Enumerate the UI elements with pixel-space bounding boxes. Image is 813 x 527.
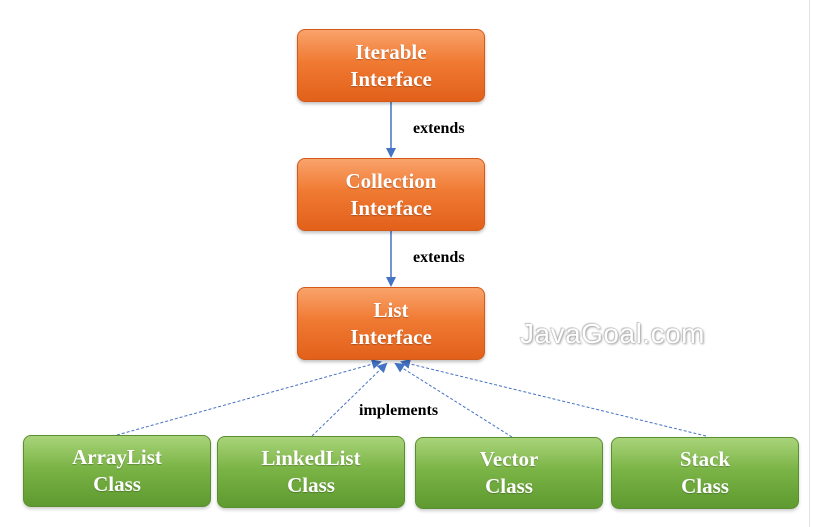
node-title: Collection xyxy=(345,168,437,193)
extends-label-middle: extends xyxy=(413,249,465,266)
node-title: Iterable xyxy=(355,39,427,64)
node-kind: Class xyxy=(93,472,141,496)
implements-arrow-arraylist xyxy=(116,359,382,436)
linkedlist-class-node: LinkedList Class xyxy=(217,436,405,508)
node-kind: Interface xyxy=(350,66,432,91)
watermark: JavaGoal.com xyxy=(520,318,705,349)
node-kind: Interface xyxy=(350,195,432,220)
right-border-line xyxy=(809,0,810,527)
node-title: List xyxy=(373,297,409,322)
implements-arrow-linkedlist xyxy=(311,362,388,437)
extends-label-top: extends xyxy=(413,120,465,137)
vector-class-node: Vector Class xyxy=(415,437,603,509)
implements-label: implements xyxy=(359,402,439,419)
node-title: ArrayList xyxy=(72,445,162,469)
node-title: Vector xyxy=(479,447,539,471)
collection-interface-node: Collection Interface xyxy=(297,158,485,231)
node-kind: Interface xyxy=(350,324,432,349)
node-kind: Class xyxy=(485,474,533,498)
node-title: Stack xyxy=(679,447,731,471)
node-kind: Class xyxy=(681,474,729,498)
node-kind: Class xyxy=(287,473,335,497)
list-interface-node: List Interface xyxy=(297,287,485,360)
node-title: LinkedList xyxy=(261,446,361,470)
stack-class-node: Stack Class xyxy=(611,437,799,509)
arraylist-class-node: ArrayList Class xyxy=(23,435,211,507)
iterable-interface-node: Iterable Interface xyxy=(297,29,485,102)
implements-arrow-vector xyxy=(394,362,513,438)
implements-arrow-stack xyxy=(400,359,707,437)
